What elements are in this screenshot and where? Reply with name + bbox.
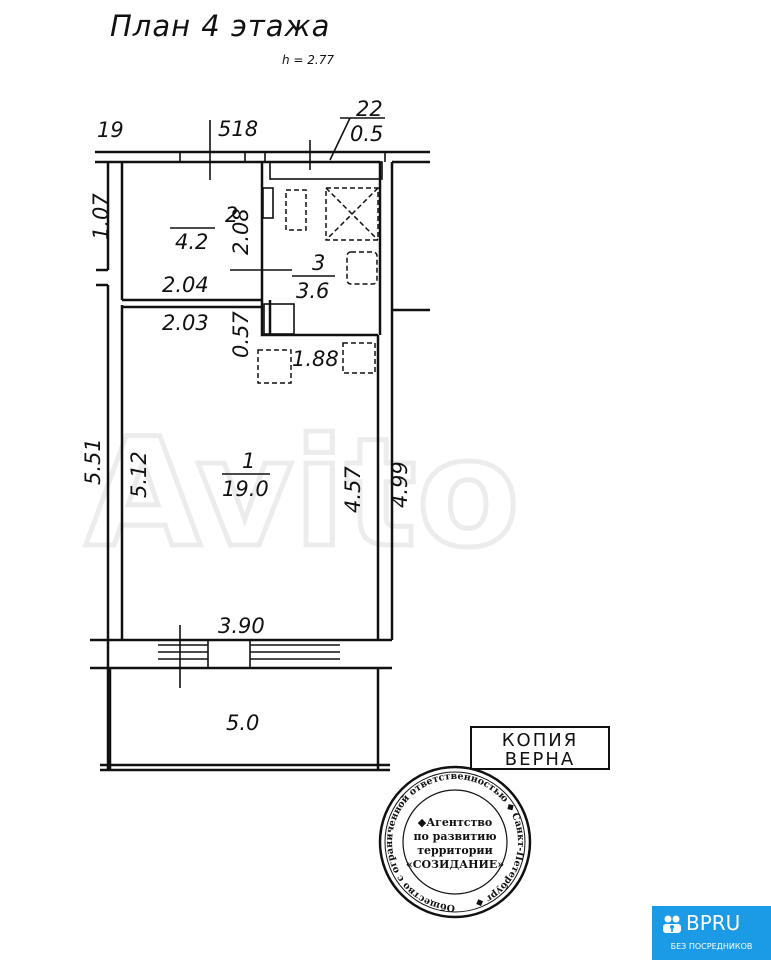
kitchen-sink-icon [342, 342, 376, 374]
stamp-line-2: ВЕРНА [504, 749, 576, 770]
stove-icon [257, 349, 292, 384]
seal-line-1: ◆Агентство [418, 816, 493, 829]
niche-number: 22 [356, 97, 383, 121]
dim-window-width: 3.90 [218, 614, 265, 638]
plan-title: План 4 этажа [110, 9, 330, 43]
dim-left-lower: 5.51 [81, 438, 105, 485]
room2-number: 2 [225, 203, 238, 227]
fixtures [257, 187, 379, 384]
room3-number: 3 [312, 251, 325, 275]
watermark: Avito [85, 407, 520, 581]
badge-brand: BPRU [686, 911, 741, 935]
dim-room1-left: 5.12 [127, 451, 151, 498]
dim-left-upper: 1.07 [89, 193, 113, 240]
niche-area: 0.5 [350, 122, 383, 146]
dim-top-left: 19 [97, 118, 124, 142]
stamp-line-1: КОПИЯ [501, 730, 579, 751]
dim-right-outer: 4.99 [388, 461, 412, 508]
dim-top-width: 518 [218, 117, 258, 141]
room1-area: 19.0 [222, 477, 269, 501]
dim-room1-right: 4.57 [341, 466, 365, 513]
copy-certified-stamp: КОПИЯ ВЕРНА [470, 726, 610, 770]
toilet-icon [285, 189, 307, 231]
dim-kitchen-width: 1.88 [292, 347, 339, 371]
room3-area: 3.6 [296, 279, 329, 303]
dim-kitchen-depth: 0.57 [229, 311, 253, 358]
bpru-badge[interactable]: BPRU БЕЗ ПОСРЕДНИКОВ [652, 906, 771, 960]
oven-icon [263, 303, 295, 335]
dim-room2-height: 2.08 [229, 208, 253, 255]
ceiling-height: h = 2.77 [282, 53, 334, 67]
seal-line-4: «СОЗИДАНИЕ» [406, 858, 504, 871]
balcony-area: 5.0 [226, 711, 259, 735]
shower-icon [325, 187, 379, 241]
dim-room2-width-bottom: 2.03 [162, 311, 209, 335]
walls [90, 117, 430, 772]
badge-tagline: БЕЗ ПОСРЕДНИКОВ [670, 942, 753, 951]
company-seal: Общество с ограниченной ответственностью… [378, 765, 532, 919]
dim-room2-width-top: 2.04 [162, 273, 209, 297]
room2-area: 4.2 [175, 230, 208, 254]
people-icon [663, 915, 681, 933]
sink-icon [346, 251, 378, 285]
room1-number: 1 [242, 449, 255, 473]
seal-line-2: по развитию [413, 830, 496, 843]
seal-line-3: территории [417, 844, 493, 857]
